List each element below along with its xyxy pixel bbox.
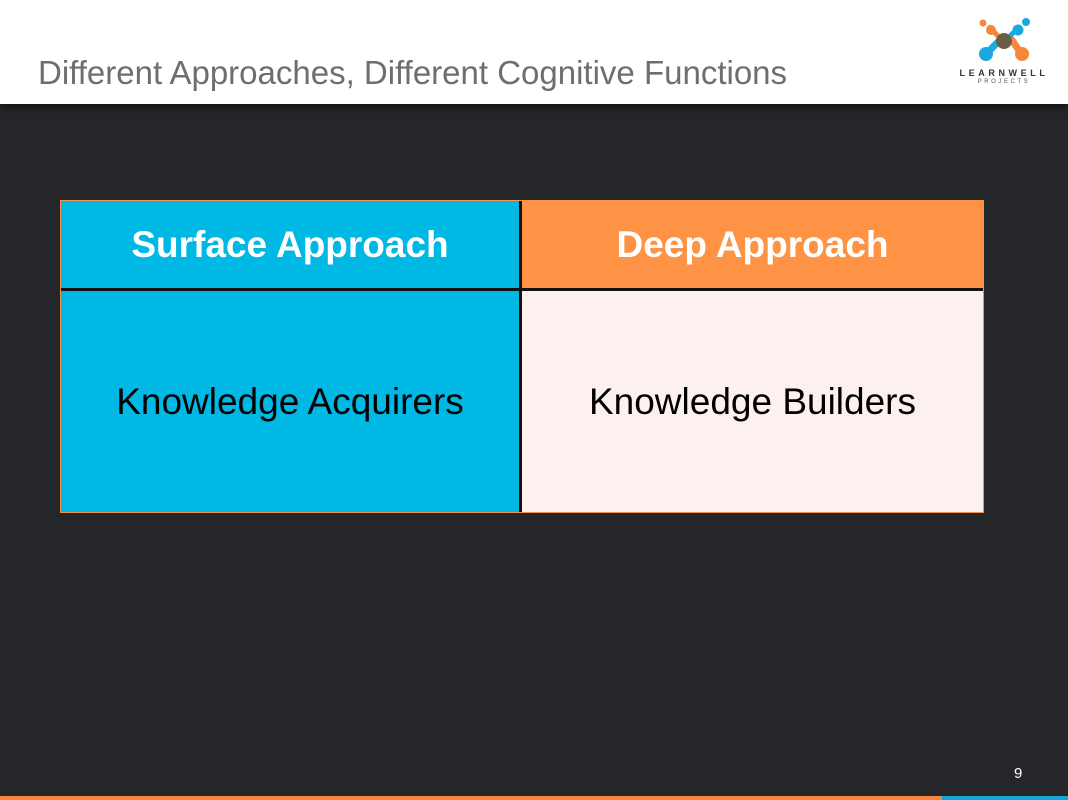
footer-bar-orange	[0, 796, 942, 800]
page-number: 9	[1014, 765, 1023, 782]
approach-table: Surface Approach Deep Approach Knowledge…	[60, 200, 984, 513]
logo-mark-icon	[979, 18, 1030, 61]
footer-bar-blue	[942, 796, 1068, 800]
header-deep-approach: Deep Approach	[522, 201, 983, 291]
logo-text: LEARNWELL	[959, 68, 1049, 78]
slide-title: Different Approaches, Different Cognitiv…	[38, 54, 788, 91]
logo-subtext: PROJECTS	[977, 79, 1031, 85]
slide-header: Different Approaches, Different Cognitiv…	[0, 0, 1068, 104]
cell-knowledge-acquirers: Knowledge Acquirers	[61, 291, 522, 512]
header-surface-approach: Surface Approach	[61, 201, 522, 291]
cell-knowledge-builders: Knowledge Builders	[522, 291, 983, 512]
learnwell-logo: LEARNWELL PROJECTS	[958, 16, 1050, 92]
